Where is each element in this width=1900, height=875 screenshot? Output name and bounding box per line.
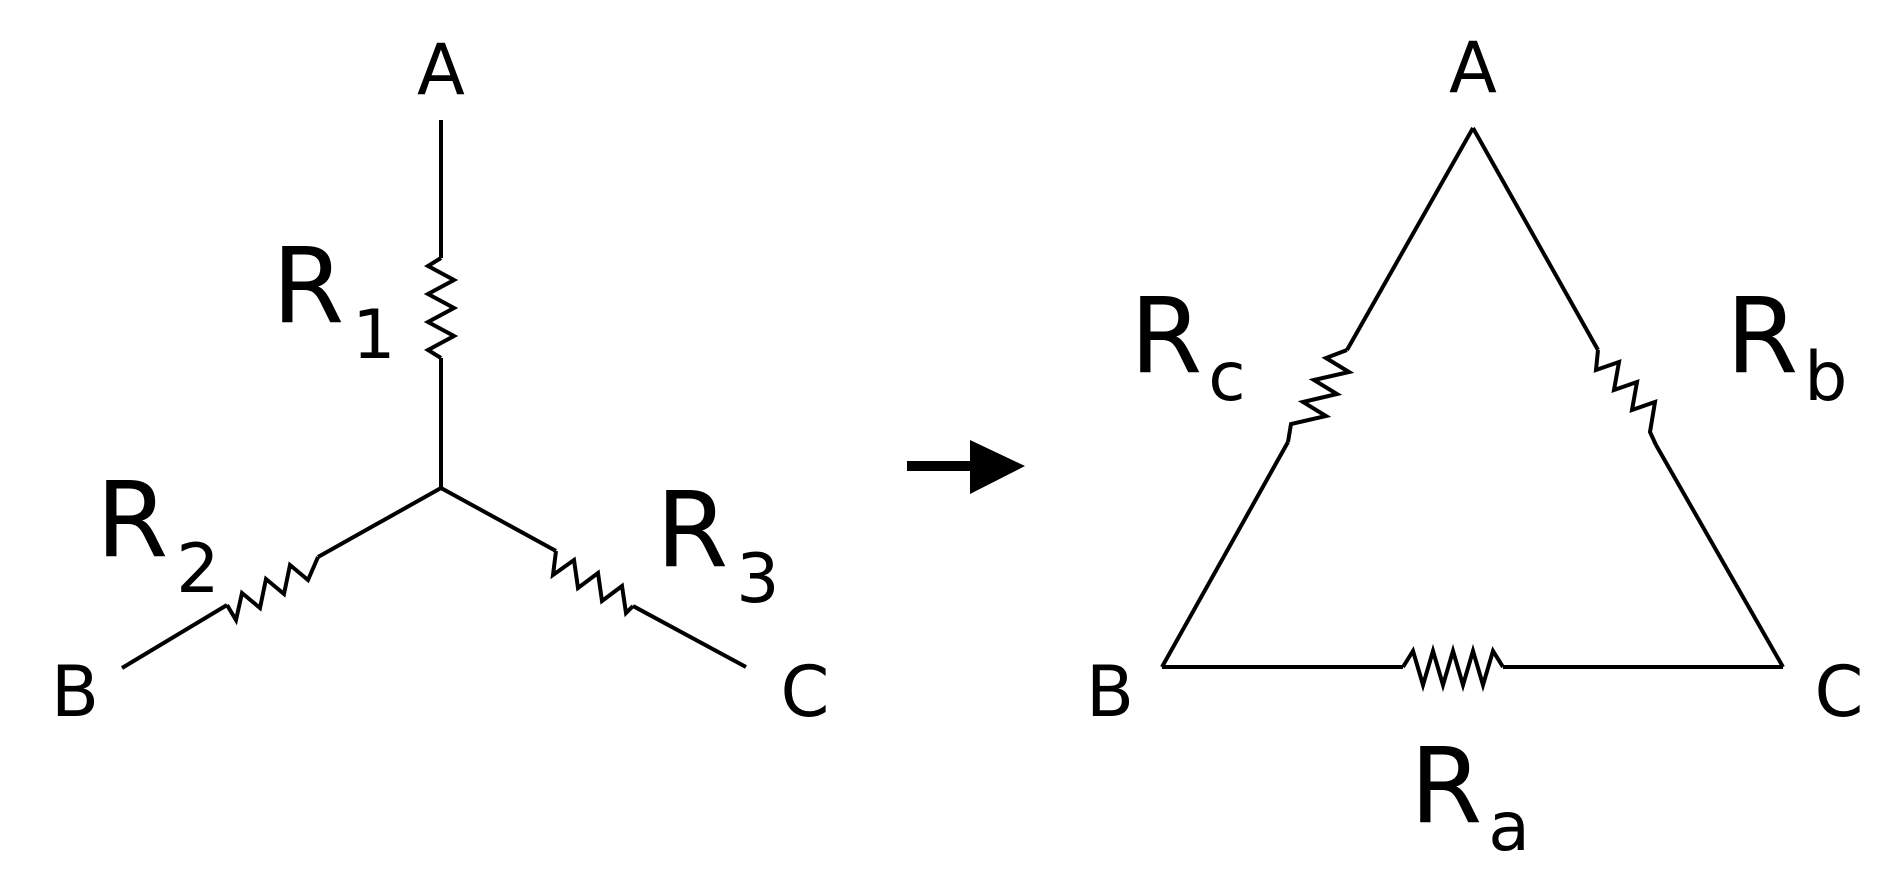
r1-letter: R [272, 225, 344, 347]
star-resistor-r2 [225, 556, 320, 626]
delta-ra-label: Ra [1410, 725, 1530, 867]
star-node-a-label: A [417, 29, 465, 111]
delta-resistor-rb [1593, 349, 1658, 446]
right-arrow-icon [907, 440, 1025, 494]
r2-letter: R [96, 459, 168, 581]
delta-resistor-rc [1286, 348, 1355, 443]
star-resistor-r3 [550, 550, 635, 618]
star-node-c-label: C [781, 651, 830, 733]
ra-subscript: a [1488, 788, 1530, 867]
star-wire-c-upper [440, 486, 557, 553]
rc-letter: R [1130, 275, 1202, 397]
star-wire-b-lower [120, 603, 229, 670]
rb-subscript: b [1804, 338, 1847, 417]
star-node-b-label: B [51, 651, 99, 733]
rb-letter: R [1726, 275, 1798, 397]
delta-node-c-label: C [1815, 651, 1864, 733]
delta-network [1160, 127, 1785, 693]
star-resistor-r1 [423, 256, 459, 360]
rc-subscript: c [1208, 338, 1245, 417]
star-wire-b-upper [317, 486, 442, 559]
r2-subscript: 2 [176, 530, 219, 609]
delta-rc-label: Rc [1130, 275, 1246, 417]
star-wire-c-lower [632, 604, 747, 669]
star-network [120, 120, 747, 670]
ra-letter: R [1410, 725, 1482, 847]
delta-wire-rc-b [1160, 441, 1290, 668]
delta-wire-rb-c [1654, 444, 1785, 668]
r3-letter: R [656, 469, 728, 591]
delta-node-b-label: B [1086, 651, 1134, 733]
delta-wire-a-rc [1345, 127, 1475, 351]
delta-resistor-ra [1401, 643, 1505, 693]
r3-subscript: 3 [736, 540, 779, 619]
delta-wire-a-rb [1471, 127, 1600, 351]
delta-node-a-label: A [1449, 27, 1497, 109]
delta-rb-label: Rb [1726, 275, 1847, 417]
r1-subscript: 1 [352, 296, 395, 375]
